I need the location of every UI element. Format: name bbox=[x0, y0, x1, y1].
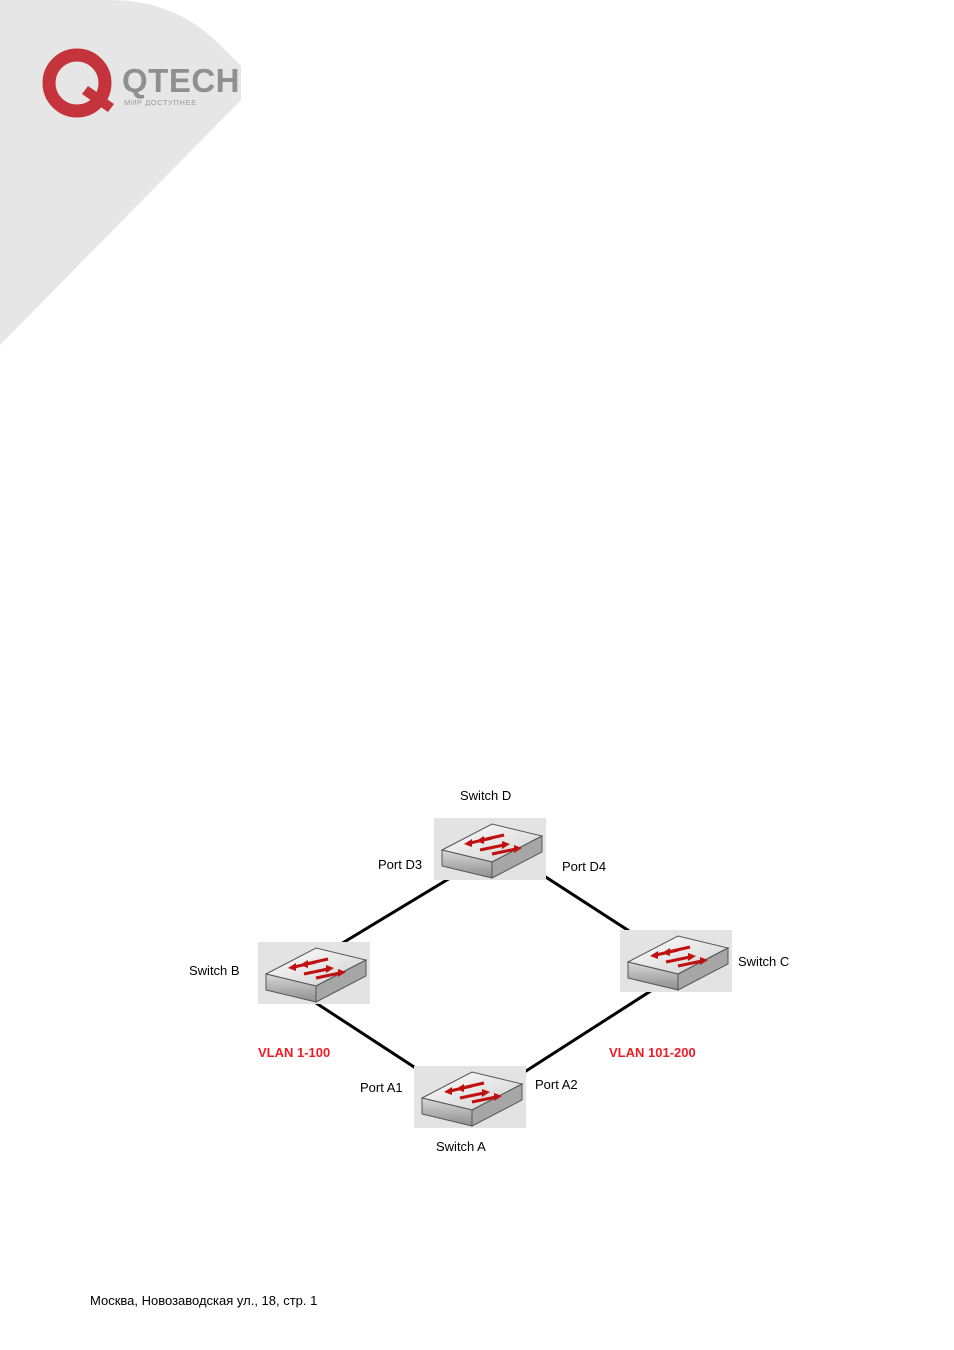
switch-d-label: Switch D bbox=[460, 788, 511, 803]
link-c-a bbox=[511, 983, 661, 1082]
port-d3-label: Port D3 bbox=[378, 857, 422, 872]
switch-a-icon bbox=[412, 1064, 528, 1130]
vlan-left-label: VLAN 1-100 bbox=[258, 1045, 330, 1060]
header-corner-graphic bbox=[0, 0, 241, 345]
brand-tagline: МИР ДОСТУПНЕЕ bbox=[124, 98, 197, 107]
switch-b-label: Switch B bbox=[189, 963, 240, 978]
port-a2-label: Port A2 bbox=[535, 1077, 578, 1092]
vlan-right-label: VLAN 101-200 bbox=[609, 1045, 696, 1060]
footer-address: Москва, Новозаводская ул., 18, стр. 1 bbox=[90, 1293, 318, 1308]
link-d-b bbox=[335, 870, 461, 949]
switch-a-label: Switch A bbox=[436, 1139, 486, 1154]
switch-c-label: Switch C bbox=[738, 954, 789, 969]
port-a1-label: Port A1 bbox=[360, 1080, 403, 1095]
corner-shape bbox=[0, 0, 241, 345]
port-d4-label: Port D4 bbox=[562, 859, 606, 874]
switch-c-icon bbox=[618, 928, 734, 994]
brand-name: QTECH bbox=[122, 62, 240, 99]
link-d-c bbox=[537, 870, 641, 940]
switch-d-icon bbox=[432, 816, 548, 882]
switch-b-icon bbox=[256, 940, 372, 1006]
qtech-ring-logo-icon bbox=[42, 48, 114, 118]
